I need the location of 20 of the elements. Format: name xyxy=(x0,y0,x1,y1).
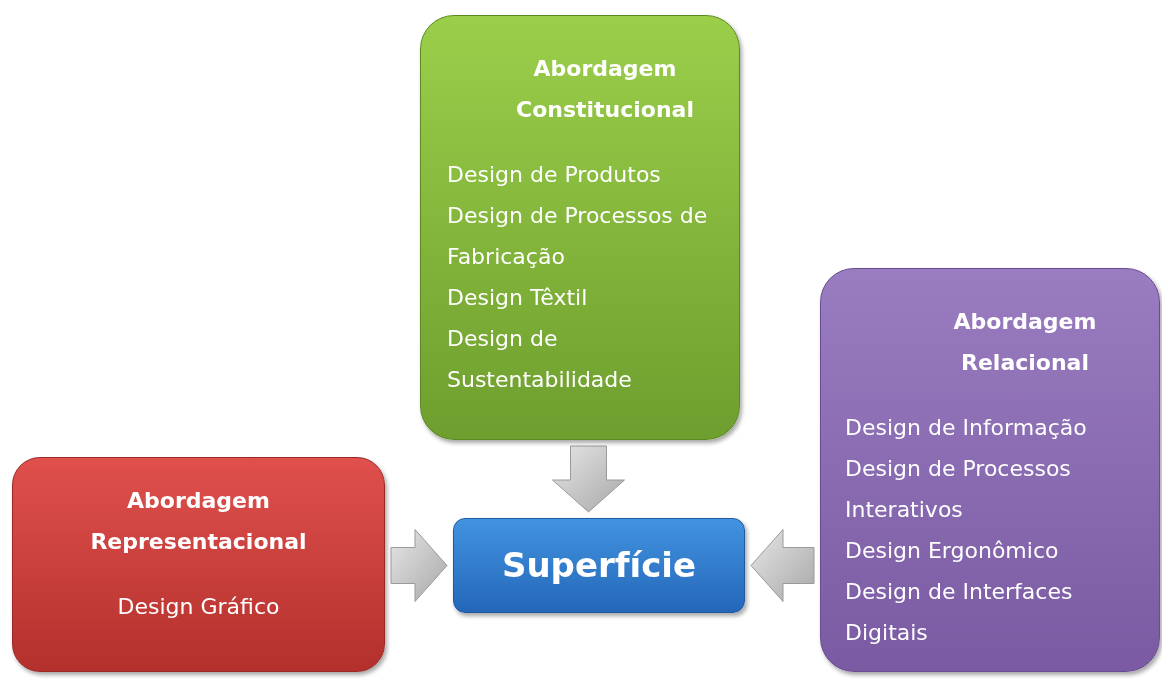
category-box xyxy=(420,15,740,440)
central-box xyxy=(453,518,745,613)
box-heading: Abordagem Representacional xyxy=(89,487,308,556)
box-heading: Abordagem Relacional xyxy=(952,308,1098,377)
category-box xyxy=(12,457,385,672)
category-box xyxy=(820,268,1160,672)
block-arrow xyxy=(552,445,625,513)
block-arrow xyxy=(390,529,448,602)
list-item: Design Têxtil xyxy=(447,284,589,312)
list-item: Design de Processos de Fabricação xyxy=(447,202,709,271)
box-heading: Superfície xyxy=(501,545,697,586)
block-arrow xyxy=(750,529,815,602)
box-heading: Abordagem Constitucional xyxy=(515,55,695,124)
list-item: Design de Interfaces Digitais xyxy=(845,578,1074,647)
list-item: Design Ergonômico xyxy=(845,537,1060,565)
list-item: Design Gráfico xyxy=(117,593,280,621)
list-item: Design de Produtos xyxy=(447,161,662,189)
list-item: Design de Sustentabilidade xyxy=(447,325,633,394)
list-item: Design de Informação xyxy=(845,414,1088,442)
list-item: Design de Processos Interativos xyxy=(845,455,1072,524)
